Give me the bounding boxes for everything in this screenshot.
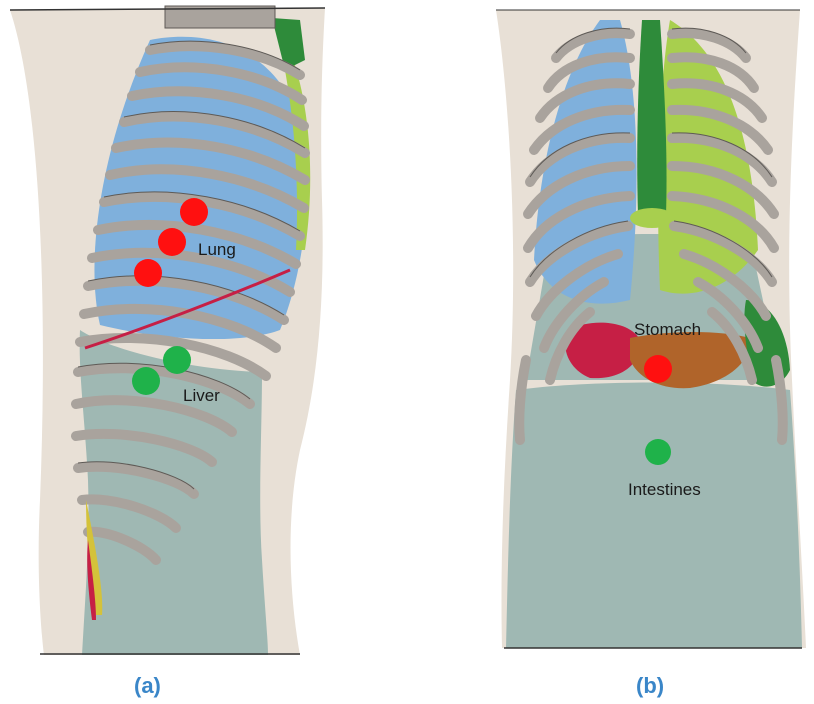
liver-marker-2 <box>132 367 160 395</box>
intestines-marker <box>645 439 671 465</box>
stomach-label: Stomach <box>634 320 701 340</box>
stomach-marker <box>644 355 672 383</box>
lung-label: Lung <box>198 240 236 260</box>
lung-marker-3 <box>134 259 162 287</box>
lung-marker-2 <box>158 228 186 256</box>
abdomen-shape <box>80 330 268 655</box>
abdomen-shape <box>506 383 802 649</box>
lateral-torso-illustration <box>0 0 340 660</box>
caption-a: (a) <box>134 673 161 699</box>
sternum-base <box>630 208 674 228</box>
panel-frontal-view: Stomach Intestines <box>490 0 814 660</box>
intestines-label: Intestines <box>628 480 701 500</box>
liver-label: Liver <box>183 386 220 406</box>
liver-marker-1 <box>163 346 191 374</box>
lung-marker-1 <box>180 198 208 226</box>
caption-b: (b) <box>636 673 664 699</box>
panel-lateral-view: Lung Liver <box>0 0 340 660</box>
